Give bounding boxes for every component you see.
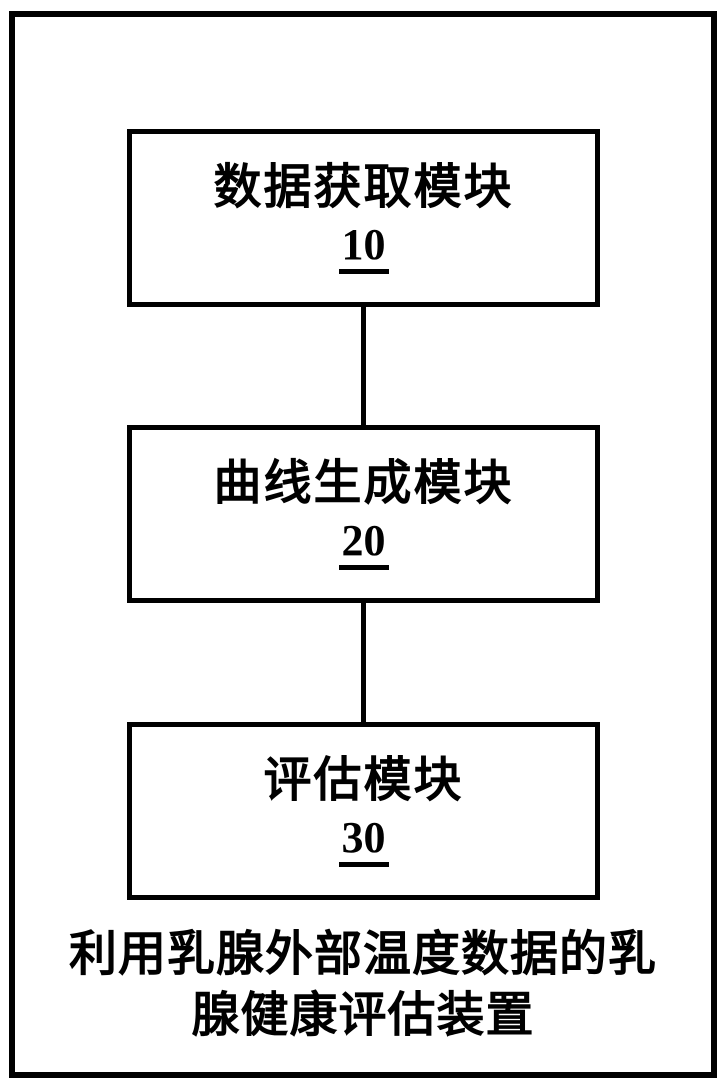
module-reference-number: 20 <box>338 518 389 570</box>
module-box-curve-generation: 曲线生成模块 20 <box>127 425 600 603</box>
module-label: 数据获取模块 <box>213 161 514 215</box>
module-reference-number: 10 <box>338 222 389 274</box>
caption-line-2: 腺健康评估装置 <box>191 989 535 1042</box>
module-label: 曲线生成模块 <box>213 457 514 511</box>
module-box-evaluation: 评估模块 30 <box>127 722 600 900</box>
module-reference-number: 30 <box>338 815 389 867</box>
figure-caption: 利用乳腺外部温度数据的乳 腺健康评估装置 <box>0 924 726 1046</box>
connector-line <box>361 305 366 427</box>
figure-outer-border <box>9 11 717 1078</box>
module-box-data-acquisition: 数据获取模块 10 <box>127 129 600 307</box>
connector-line <box>361 601 366 724</box>
module-label: 评估模块 <box>263 754 464 808</box>
caption-line-1: 利用乳腺外部温度数据的乳 <box>68 928 657 981</box>
